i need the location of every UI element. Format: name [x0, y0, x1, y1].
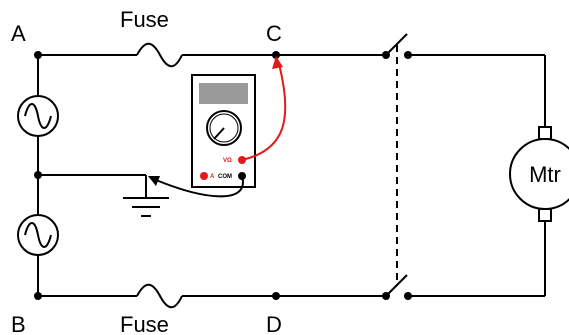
- node-a-label: A: [11, 21, 26, 46]
- junction-a: [34, 51, 42, 59]
- ground-icon: [123, 197, 169, 217]
- junction-d: [272, 292, 280, 300]
- meter-dial-pointer: [213, 127, 225, 140]
- motor-brush-bottom: [538, 208, 552, 222]
- junction-c: [272, 51, 280, 59]
- node-b-label: B: [11, 312, 26, 335]
- motor-body: [509, 138, 569, 210]
- fuse-bottom: [136, 283, 183, 309]
- ac-source-lower: [17, 214, 59, 256]
- red-probe-tip: [272, 56, 283, 69]
- meter-display: [199, 83, 248, 104]
- switch-bottom-right-terminal: [404, 292, 412, 300]
- ac-source-upper: [17, 95, 59, 137]
- fuse-bottom-label: Fuse: [120, 312, 169, 335]
- ground-wire: [38, 174, 147, 198]
- jack-com-label: COM: [218, 174, 232, 180]
- motor: Mtr: [509, 126, 569, 222]
- node-c-label: C: [266, 21, 282, 46]
- sine-wave-icon: [24, 222, 52, 248]
- motor-label: Mtr: [529, 162, 561, 187]
- multimeter: VΩ A COM: [191, 74, 256, 188]
- fuse-top: [136, 42, 183, 68]
- jack-amp: [200, 172, 208, 180]
- jack-vohm-label: VΩ: [223, 158, 232, 164]
- double-pole-switch: [385, 33, 408, 297]
- switch-top-right-terminal: [404, 51, 412, 59]
- junction-dots: [34, 51, 412, 300]
- black-probe-tip: [148, 176, 160, 186]
- top-wire: [38, 54, 546, 127]
- junction-mid: [34, 171, 42, 179]
- black-probe-lead: [155, 175, 244, 198]
- motor-brush-top: [538, 126, 552, 140]
- jack-amp-label: A: [210, 174, 215, 180]
- switch-top-blade: [385, 33, 408, 56]
- junction-b: [34, 292, 42, 300]
- sine-wave-icon: [24, 103, 52, 129]
- bottom-wire: [38, 221, 546, 297]
- node-d-label: D: [266, 312, 282, 335]
- fuse-top-label: Fuse: [120, 7, 169, 32]
- red-probe-lead: [241, 63, 287, 161]
